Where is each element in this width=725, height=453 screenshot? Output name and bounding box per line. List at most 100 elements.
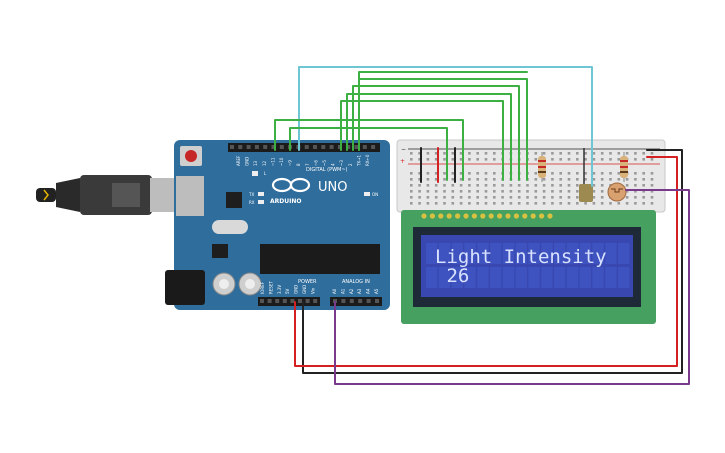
breadboard-hole [443, 196, 446, 199]
breadboard-hole [609, 158, 612, 161]
breadboard-hole [501, 184, 504, 187]
header-hole [362, 145, 367, 149]
breadboard-hole [551, 184, 554, 187]
lcd-cell [438, 267, 451, 288]
breadboard-hole [559, 202, 562, 205]
breadboard-hole [584, 172, 587, 175]
pin-label: GND [245, 157, 250, 166]
pin-label: 5V [285, 288, 290, 294]
breadboard-hole [642, 178, 645, 181]
breadboard-hole [559, 196, 562, 199]
breadboard-hole [609, 152, 612, 155]
reset-button-cap[interactable] [185, 150, 197, 162]
breadboard-hole [443, 152, 446, 155]
header-hole [346, 145, 351, 149]
breadboard-hole [634, 184, 637, 187]
photoresistor-track [611, 188, 623, 193]
breadboard-hole [534, 152, 538, 155]
capacitor-1-top [219, 279, 229, 289]
lcd-cell [451, 243, 463, 264]
breadboard-hole [451, 190, 455, 193]
breadboard-hole [451, 202, 455, 205]
resistor-2-band [620, 171, 628, 173]
header-hole [371, 145, 376, 149]
on-led-label: ON [372, 192, 378, 197]
breadboard-hole [642, 196, 645, 199]
breadboard-hole [493, 178, 496, 181]
breadboard-hole [634, 190, 637, 193]
breadboard-hole [534, 172, 538, 175]
breadboard-hole [451, 178, 455, 181]
wire-black-gnd [302, 149, 683, 374]
resistor-2-band [620, 160, 628, 162]
pin-label: GND [294, 285, 299, 294]
breadboard-hole [559, 172, 562, 175]
breadboard-hole [576, 158, 579, 161]
breadboard-hole [576, 196, 579, 199]
lcd-cell [464, 243, 476, 264]
breadboard-hole [451, 184, 455, 187]
breadboard-hole [584, 158, 587, 161]
pin-label: Vin [310, 287, 315, 294]
breadboard-hole [468, 202, 471, 205]
header-hole [238, 145, 243, 149]
header-hole [349, 299, 354, 303]
breadboard-hole [526, 202, 529, 205]
resistor-1-band [538, 160, 546, 162]
led-rx [258, 200, 264, 204]
digital-header [228, 143, 380, 152]
breadboard-hole [650, 178, 654, 181]
lcd-cell [554, 267, 566, 288]
breadboard-hole [484, 202, 488, 205]
breadboard-hole [584, 178, 587, 181]
breadboard-hole [426, 172, 430, 175]
lcd-pin [547, 213, 553, 219]
breadboard-hole [484, 158, 488, 161]
breadboard-hole [493, 196, 496, 199]
lcd-cell [592, 243, 604, 264]
breadboard-hole [434, 178, 438, 181]
breadboard-hole [493, 152, 496, 155]
breadboard-hole [534, 202, 538, 205]
header-hole [267, 299, 272, 303]
breadboard-hole [617, 158, 621, 161]
breadboard-hole [600, 184, 604, 187]
breadboard-hole [542, 202, 546, 205]
pin-label: ~11 [270, 157, 275, 166]
lcd-cell [451, 267, 463, 288]
header-hole [313, 145, 317, 149]
breadboard-hole [534, 158, 538, 161]
header-hole [354, 145, 359, 149]
breadboard-hole [484, 172, 488, 175]
breadboard-hole [418, 202, 421, 205]
header-hole [230, 145, 234, 149]
breadboard-hole [410, 172, 413, 175]
breadboard-hole [509, 190, 513, 193]
lcd-header-pins [421, 213, 553, 219]
wires [274, 66, 690, 385]
breadboard-hole [625, 178, 629, 181]
breadboard-hole [634, 196, 637, 199]
breadboard-hole [451, 152, 455, 155]
breadboard-hole [517, 190, 521, 193]
breadboard-hole [592, 158, 596, 161]
breadboard-hole [434, 158, 438, 161]
breadboard-hole [451, 158, 455, 161]
rail-plus-sign: + [400, 158, 405, 165]
breadboard-hole [600, 178, 604, 181]
lcd-cell [618, 243, 630, 264]
pin-label: ~6 [313, 160, 318, 166]
breadboard-hole [443, 190, 446, 193]
lcd-pin [446, 213, 452, 219]
breadboard-hole [634, 178, 637, 181]
pin-label: A1 [340, 288, 345, 294]
breadboard-hole [617, 202, 621, 205]
lcd-cell [464, 267, 476, 288]
header-hole [304, 145, 309, 149]
breadboard-hole [493, 190, 496, 193]
lcd-cell [579, 243, 591, 264]
usb-cable [36, 175, 180, 215]
atmega-chip [260, 244, 380, 274]
breadboard-hole [526, 196, 529, 199]
